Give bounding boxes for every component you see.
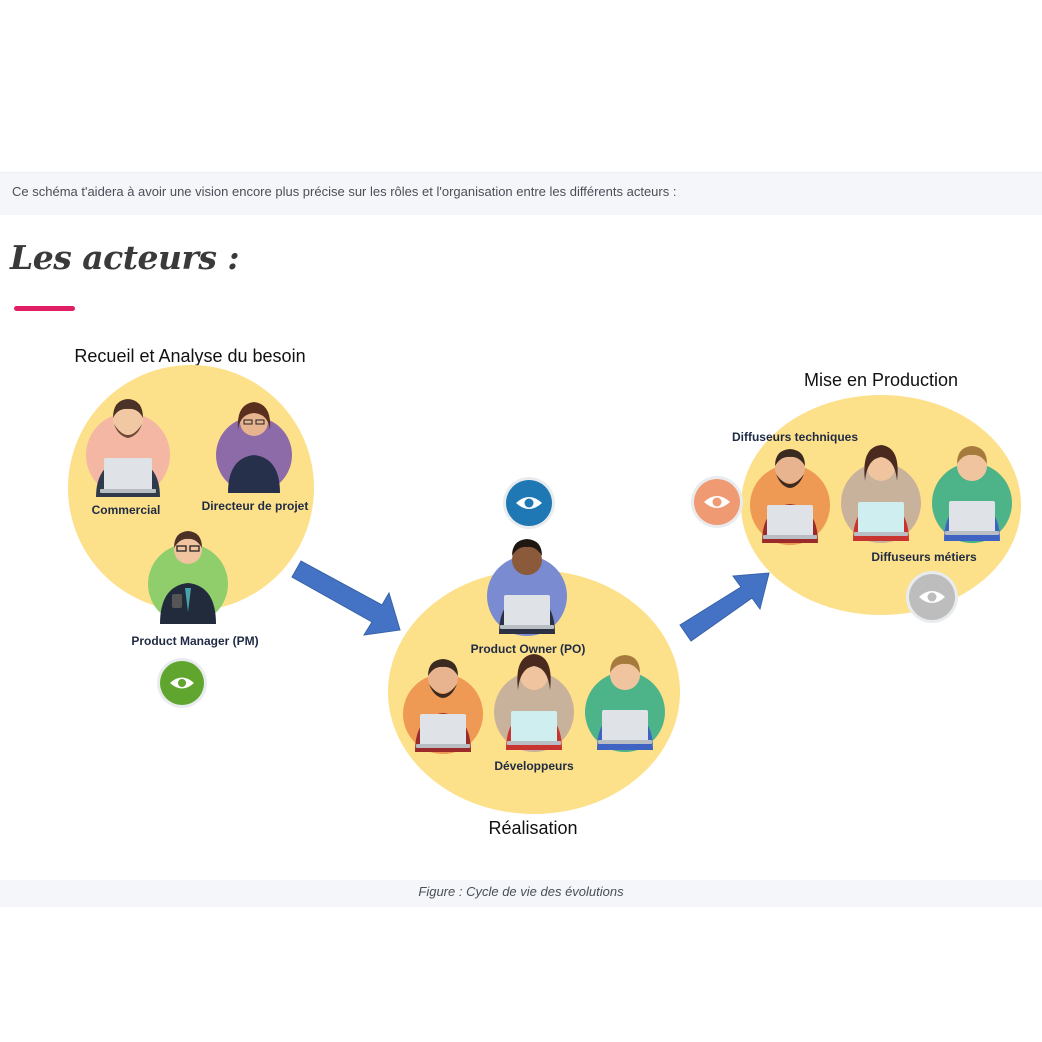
role-label-devs: Développeurs: [494, 759, 574, 773]
avatar-business-diffuser-2: [932, 446, 1012, 543]
caption-bar: Figure : Cycle de vie des évolutions: [0, 880, 1042, 907]
avatar-product-manager: [148, 531, 228, 624]
stage-label-production: Mise en Production: [804, 370, 958, 390]
eye-icon-pm[interactable]: [157, 658, 207, 708]
stage-label-realisation: Réalisation: [488, 818, 577, 838]
role-label-pm: Product Manager (PM): [131, 634, 258, 648]
title-underline: [14, 306, 75, 311]
intro-bar: Ce schéma t'aidera à avoir une vision en…: [0, 172, 1042, 215]
arrow-to-realisation: [291, 560, 401, 636]
stage-label-analysis: Recueil et Analyse du besoin: [74, 346, 305, 366]
role-label-business: Diffuseurs métiers: [871, 550, 977, 564]
avatar-developer-3: [585, 655, 665, 752]
section-title: Les acteurs :: [10, 238, 240, 277]
eye-icon-tech[interactable]: [691, 476, 743, 528]
eye-icon-po[interactable]: [503, 477, 555, 529]
role-label-director: Directeur de projet: [202, 499, 309, 513]
avatar-business-diffuser-1: [841, 445, 921, 543]
role-label-po: Product Owner (PO): [471, 642, 586, 656]
avatar-director: [216, 402, 292, 493]
avatar-commercial: [86, 399, 170, 497]
avatar-product-owner: [487, 539, 567, 636]
avatar-developer-2: [494, 654, 574, 752]
role-label-tech: Diffuseurs techniques: [732, 430, 858, 444]
lifecycle-diagram: Recueil et Analyse du besoin Mise en Pro…: [68, 346, 1021, 838]
role-label-commercial: Commercial: [92, 503, 161, 517]
avatar-tech-diffuser: [750, 449, 830, 545]
intro-text: Ce schéma t'aidera à avoir une vision en…: [12, 184, 677, 199]
arrow-to-production: [679, 572, 770, 642]
figure-caption: Figure : Cycle de vie des évolutions: [418, 884, 624, 899]
eye-icon-business[interactable]: [906, 571, 958, 623]
avatar-developer-1: [403, 659, 483, 754]
